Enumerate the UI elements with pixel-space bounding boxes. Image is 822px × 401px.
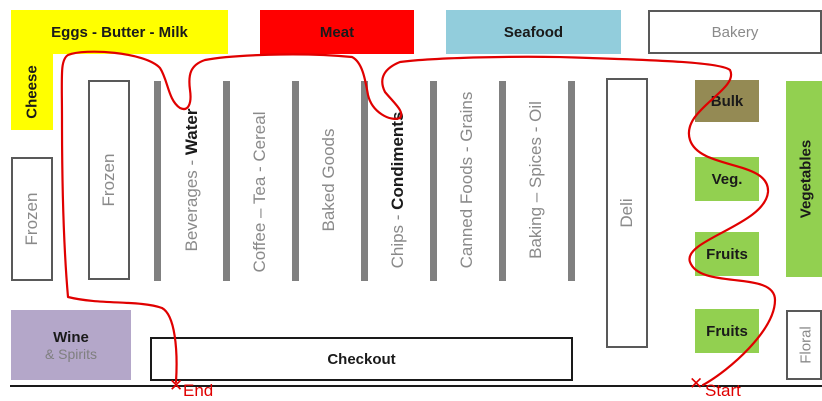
fruits-label-lower: Fruits: [706, 322, 748, 340]
bulk-label: Bulk: [710, 92, 744, 110]
shelf-divider: [223, 81, 230, 281]
end-marker: ✕: [169, 376, 184, 395]
eggs-butter-milk-section: Eggs - Butter - Milk: [11, 10, 228, 54]
shelf-divider: [361, 81, 368, 281]
meat-section: Meat: [260, 10, 414, 54]
wine-section: Wine & Spirits: [11, 310, 131, 380]
start-marker: ✕: [689, 374, 704, 393]
shelf-divider: [292, 81, 299, 281]
shelf-divider: [430, 81, 437, 281]
meat-label: Meat: [319, 23, 355, 41]
cheese-section: [11, 54, 53, 130]
bulk-section: Bulk: [695, 80, 759, 122]
veg-label: Veg.: [711, 170, 743, 188]
route-path: [60, 50, 777, 387]
checkout-label: Checkout: [327, 350, 396, 368]
bakery-label: Bakery: [711, 23, 759, 41]
wine-label: Wine: [53, 328, 89, 346]
floral-section: [786, 310, 822, 380]
checkout-section: Checkout: [150, 337, 573, 381]
fruits-section-lower: Fruits: [695, 309, 759, 353]
frozen-left-section: [11, 157, 53, 281]
veg-section: Veg.: [695, 157, 759, 201]
end-label: End: [183, 381, 214, 400]
shelf-divider: [154, 81, 161, 281]
frozen-aisle-section: [88, 80, 130, 280]
shelf-divider: [499, 81, 506, 281]
seafood-section: Seafood: [446, 10, 621, 54]
shelf-divider: [568, 81, 575, 281]
start-label: Start: [705, 381, 741, 400]
eggs-butter-milk-label: Eggs - Butter - Milk: [51, 23, 188, 41]
floor-line: [10, 385, 822, 387]
bakery-section: Bakery: [648, 10, 822, 54]
seafood-label: Seafood: [503, 23, 564, 41]
deli-section: [606, 78, 648, 348]
wine-sub-label: & Spirits: [44, 345, 98, 362]
vegetables-section: [786, 81, 822, 277]
fruits-section-upper: Fruits: [695, 232, 759, 276]
fruits-label-upper: Fruits: [706, 245, 748, 263]
